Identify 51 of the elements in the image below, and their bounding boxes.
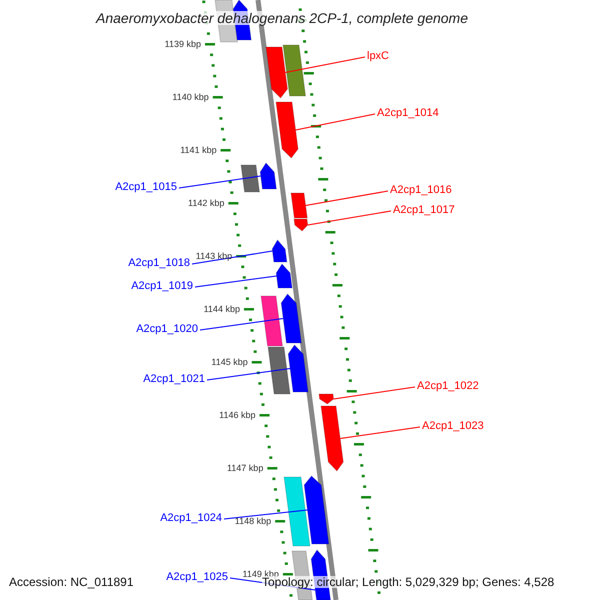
title: Anaeromyxobacter dehalogenans 2CP-1, complete genome: [96, 11, 468, 25]
gene-label: A2cp1_1023: [422, 421, 484, 432]
leader-line: [200, 318, 284, 330]
footer-text: Topology: circular; Length: 5,029,329 bp; Genes: 4,528: [262, 576, 554, 588]
scale-label: 1148 kbp: [234, 517, 272, 526]
gene-label: A2cp1_1025: [166, 572, 228, 583]
scale-label: 1142 kbp: [188, 199, 224, 208]
gene-block: [282, 44, 306, 96]
footer-text: Accession: NC_011891: [9, 576, 134, 588]
scale-label: 1146 kbp: [219, 411, 256, 420]
leader-line: [305, 190, 388, 206]
gene-marker: [272, 239, 288, 262]
gene-block: [283, 476, 311, 546]
gene-label: A2cp1_1017: [393, 205, 455, 216]
gene-label: A2cp1_1022: [417, 381, 479, 392]
leader-line: [295, 114, 376, 130]
gene-marker: [265, 46, 288, 99]
scale-label: 1141 kbp: [180, 146, 217, 155]
gene-label: A2cp1_1016: [390, 185, 452, 196]
gene-label: A2cp1_1014: [377, 108, 439, 119]
gene-block: [260, 296, 284, 346]
leader-line: [192, 250, 273, 264]
gene-label: A2cp1_1021: [143, 374, 205, 385]
leader-line: [178, 176, 262, 188]
gene-marker: [288, 344, 309, 392]
gene-marker: [260, 162, 277, 190]
leader-line: [224, 510, 308, 520]
gene-label: A2cp1_1024: [160, 513, 222, 524]
gene-label: A2cp1_1020: [136, 324, 198, 335]
leader-line: [340, 426, 420, 439]
leader-line: [284, 56, 366, 73]
gene-block: [240, 164, 260, 192]
leader-line: [194, 276, 278, 288]
gene-marker: [304, 475, 330, 544]
scale-label: 1140 kbp: [172, 93, 209, 102]
gene-label: A2cp1_1018: [128, 258, 190, 269]
gene-marker: [275, 102, 299, 159]
gene-block: [267, 346, 291, 394]
gene-label: A2cp1_1015: [115, 182, 177, 193]
scale-label: 1147 kbp: [226, 464, 264, 473]
gene-marker: [280, 293, 302, 344]
scale-label: 1144 kbp: [204, 305, 240, 314]
leader-line: [333, 386, 416, 400]
leader-line: [206, 368, 291, 380]
gene-marker: [276, 263, 293, 288]
scale-label: 1143 kbp: [196, 252, 232, 261]
leader-line: [307, 210, 392, 226]
gene-label: lpxC: [367, 51, 390, 62]
scale-label: 1145 kbp: [211, 358, 248, 367]
scale-label: 1139 kbp: [164, 40, 201, 49]
gene-label: A2cp1_1019: [131, 281, 193, 292]
